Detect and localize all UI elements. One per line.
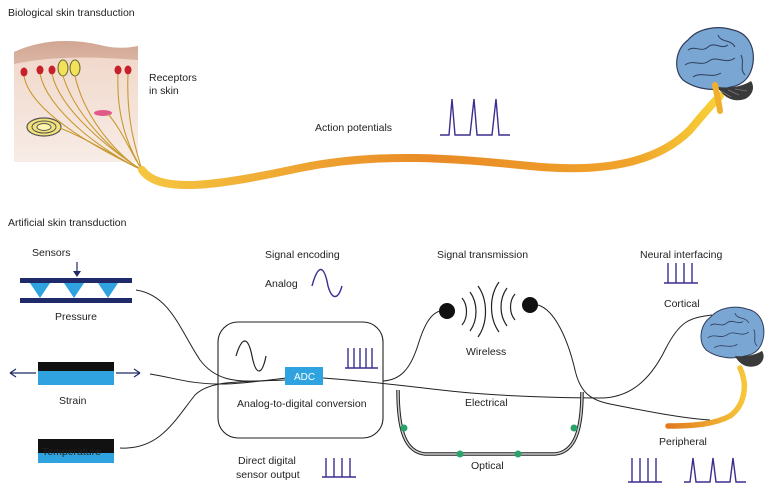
- receptor-icon: [20, 59, 132, 137]
- optical-label: Optical: [471, 460, 504, 472]
- wire-from-right-antenna: [537, 304, 711, 421]
- action-potential-spikes-icon: [440, 98, 510, 136]
- skin-block-icon: [14, 40, 138, 163]
- sensors-label: Sensors: [32, 247, 71, 259]
- biological-nerve: [138, 92, 724, 190]
- signal-encoding-label: Signal encoding: [265, 249, 340, 261]
- adc-chip: [285, 367, 323, 385]
- peripheral-pulse-train-icon: [628, 457, 746, 483]
- electrical-label: Electrical: [465, 397, 508, 409]
- direct-digital-label-2: sensor output: [236, 469, 300, 481]
- neural-interfacing-label: Neural interfacing: [640, 249, 722, 261]
- temperature-sensor-layer-icon: [38, 439, 114, 463]
- cortical-pulse-train-icon: [664, 263, 698, 284]
- peripheral-nerve: [665, 365, 748, 429]
- adc-label: ADC: [294, 372, 315, 383]
- pressure-label: Pressure: [55, 311, 97, 323]
- brain-icon: [676, 27, 754, 114]
- art-section-title: Artificial skin transduction: [8, 217, 127, 229]
- adc-output-pulse-train-icon: [345, 348, 378, 369]
- receptors-label-1: Receptors: [149, 72, 197, 84]
- analog-label: Analog: [265, 278, 298, 290]
- wire-to-left-antenna: [382, 310, 441, 382]
- temperature-label: Temperature: [42, 446, 101, 458]
- cortical-label: Cortical: [664, 298, 700, 310]
- direct-output-pulse-train-icon: [322, 458, 356, 478]
- bio-section-title: Biological skin transduction: [8, 7, 135, 19]
- strain-sensor-layer-icon: [9, 362, 141, 385]
- adc-conversion-label: Analog-to-digital conversion: [237, 398, 367, 410]
- peripheral-label: Peripheral: [659, 436, 707, 448]
- direct-digital-label-1: Direct digital: [238, 455, 296, 467]
- action-potentials-label: Action potentials: [315, 122, 392, 134]
- signal-transmission-label: Signal transmission: [437, 249, 528, 261]
- electrical-optical-paths: [322, 314, 713, 456]
- adc-input-waveform-icon: [235, 340, 267, 372]
- adc-conversion-box: [217, 321, 384, 439]
- analog-waveform-icon: [311, 268, 343, 298]
- pressure-sensor-layer-icon: [20, 278, 132, 303]
- antenna-icon: [439, 281, 538, 338]
- brain-icon: [700, 306, 765, 367]
- sensor-wires: [119, 289, 287, 449]
- strain-label: Strain: [59, 395, 87, 407]
- receptors-label-2: in skin: [149, 85, 179, 97]
- nerve-fibers: [23, 73, 143, 171]
- wireless-label: Wireless: [466, 346, 506, 358]
- optical-dots: [400, 424, 578, 458]
